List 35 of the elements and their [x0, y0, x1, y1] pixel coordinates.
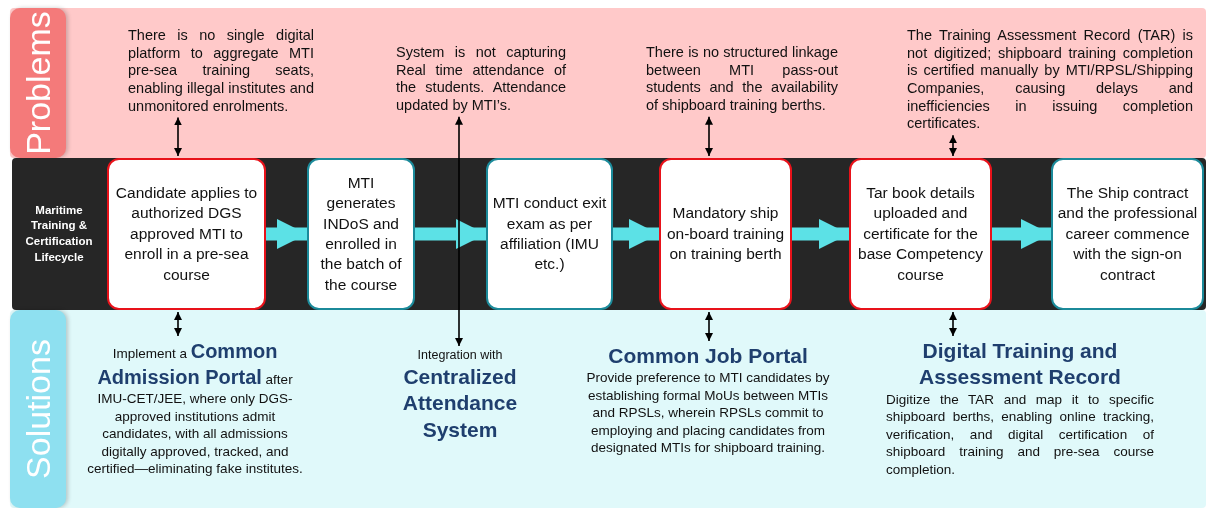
- arrow: [949, 311, 957, 337]
- problem-text: There is no single digital platform to aggregate MTI pre-sea training seats, enabling illegal institutes and unmonitored enrolments.: [128, 27, 314, 116]
- process-box: The Ship contract and the professional career commence with the sign-on contract: [1051, 158, 1204, 310]
- problem-text: The Training Assessment Record (TAR) is not digitized; shipboard training completion is certified manually by MTI/RPSL/Shipping Companies, causing delays and inefficiencies in issuing completion certificates.: [907, 27, 1193, 134]
- arrow: [174, 116, 182, 157]
- band-label: Maritime Training & Certification Lifecycle: [24, 202, 94, 265]
- solutions-band: [10, 310, 1206, 508]
- process-box: MTI generates INDoS and enrolled in the batch of the course: [307, 158, 415, 310]
- solution-heading: Common Job Portal: [607, 343, 809, 369]
- flow-arrow: [992, 219, 1051, 249]
- section-tab: Problems: [10, 8, 66, 158]
- flow-arrow: [792, 219, 849, 249]
- process-box: Mandatory ship on-board training on training berth: [659, 158, 792, 310]
- arrow: [705, 311, 713, 342]
- arrow: [455, 115, 463, 347]
- flow-arrow: [415, 219, 486, 249]
- solution-heading: Digital Training and Assessment Record: [918, 338, 1122, 391]
- lifecycle-band: [12, 158, 1206, 310]
- process-box: Tar book details uploaded and certificate for the base Competency course: [849, 158, 992, 310]
- problems-band: [10, 8, 1206, 158]
- arrow: [705, 115, 713, 157]
- solution-text: Provide preference to MTI candidates by establishing formal MoUs between MTIs and RPSLs, wherein RPSLs commit to employing and placing candidates from designated MTIs for shipboard training.: [586, 369, 830, 457]
- solution-text: Implement a Common Admission Portal after IMU-CET/JEE, where only DGS-approved institutions admit candidates, with all admissions digitally approved, tracked, and certified—eliminating fake institutes.: [86, 338, 304, 478]
- solution-heading: Centralized Attendance System: [401, 364, 519, 443]
- section-tab: Solutions: [10, 310, 66, 508]
- arrow: [949, 134, 957, 157]
- solution-text: Digitize the TAR and map it to specific shipboard berths, enabling online tracking, verification, and digital certification of shipboard training and pre-sea course completion.: [886, 390, 1154, 479]
- problem-text: System is not capturing Real time attendance of the students. Attendance updated by MTI’s.: [396, 44, 566, 115]
- flow-arrow: [613, 219, 659, 249]
- problem-text: There is no structured linkage between MTI pass-out students and the availability of shipboard training berths.: [646, 44, 838, 115]
- arrow: [174, 311, 182, 337]
- flow-arrow: [266, 219, 307, 249]
- process-box: Candidate applies to authorized DGS approved MTI to enroll in a pre-sea course: [107, 158, 266, 310]
- solution-intro: Integration with: [416, 348, 504, 362]
- process-box: MTI conduct exit exam as per affiliation (IMU etc.): [486, 158, 613, 310]
